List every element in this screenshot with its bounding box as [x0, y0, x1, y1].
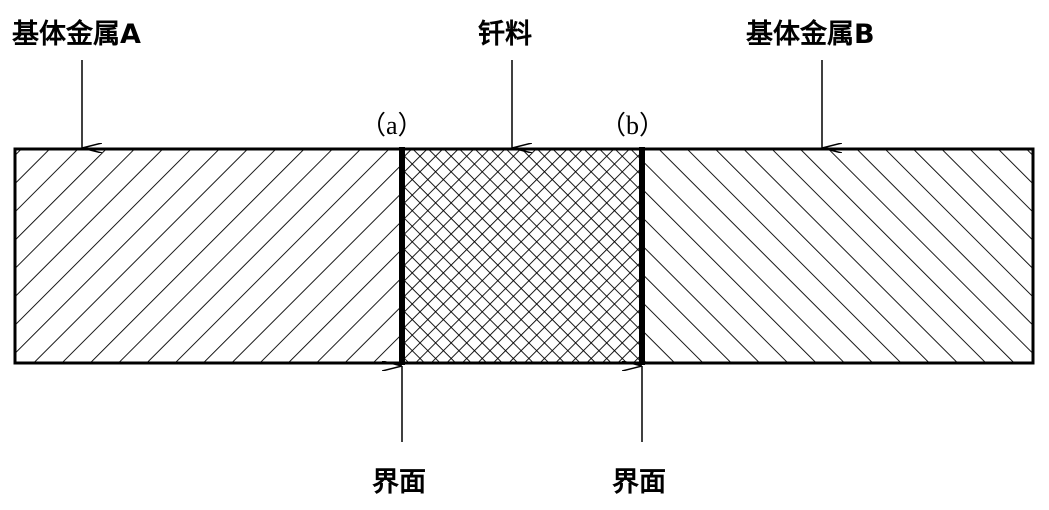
label-marker-b: （b） — [600, 111, 666, 140]
label-marker-a: （a） — [360, 111, 424, 140]
label-base-metal-a: 基体金属A — [12, 19, 141, 50]
label-filler: 钎料 — [478, 19, 532, 50]
base-metal-a-region — [15, 149, 401, 363]
filler-region — [401, 149, 642, 363]
label-base-metal-b: 基体金属B — [746, 19, 875, 50]
label-interface-right: 界面 — [612, 467, 666, 498]
base-metal-b-region — [642, 149, 1033, 363]
label-interface-left: 界面 — [372, 467, 426, 498]
